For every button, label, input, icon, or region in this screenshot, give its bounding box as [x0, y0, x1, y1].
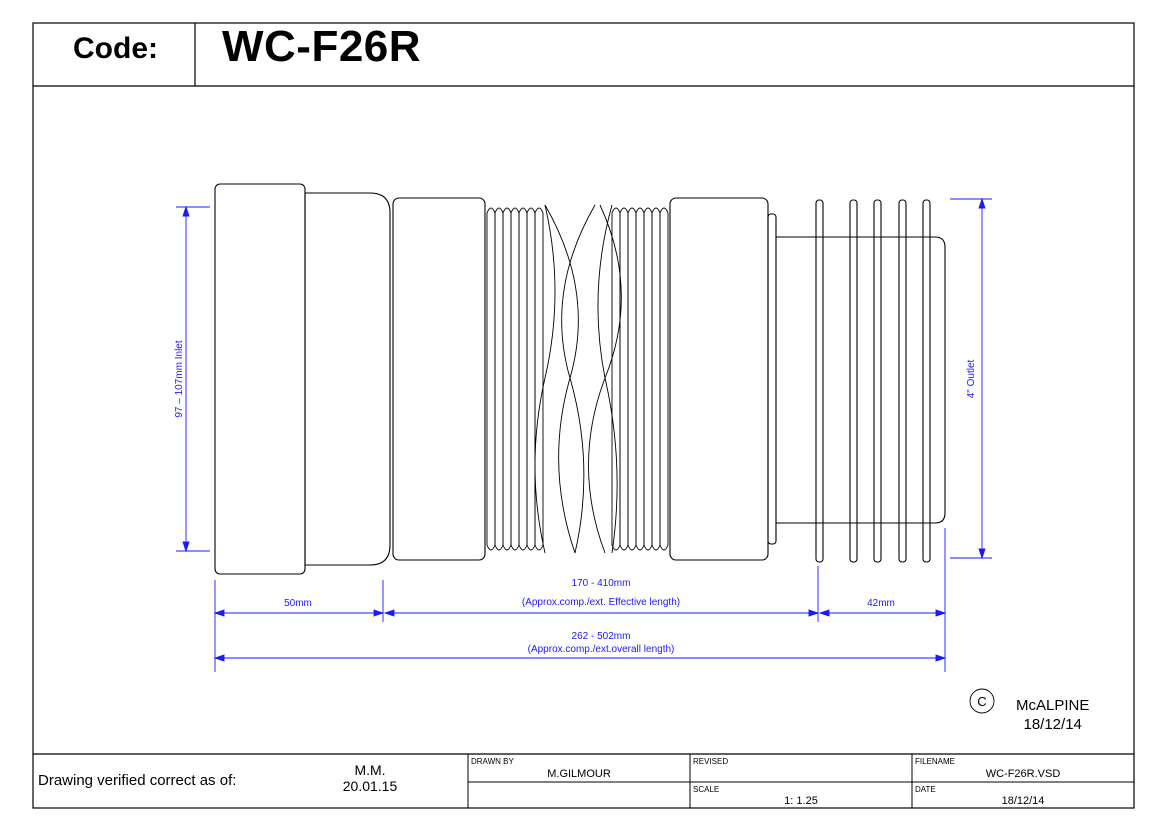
- hose-twist: [544, 204, 579, 554]
- hose-rib: [611, 207, 621, 551]
- outlet-lip: [767, 213, 777, 545]
- outlet-fin: [873, 199, 882, 563]
- date-label: DATE: [915, 785, 936, 794]
- effective-length-note: (Approx.comp./ext. Effective length): [522, 597, 680, 608]
- copyright-date: 18/12/14: [1023, 716, 1082, 733]
- outlet-spigot: [776, 236, 946, 524]
- inlet-collar: [214, 183, 306, 575]
- verified-by-block: M.M. 20.01.15: [325, 762, 415, 794]
- copyright-block: McALPINE 18/12/14: [1016, 696, 1089, 734]
- filename-label: FILENAME: [915, 757, 956, 766]
- outlet-fin: [922, 199, 931, 563]
- hose-rib: [510, 207, 520, 551]
- outlet-fin: [849, 199, 858, 563]
- outlet-fin: [815, 199, 824, 563]
- filename-value: WC-F26R.VSD: [985, 768, 1061, 780]
- hose-twist: [561, 204, 596, 554]
- outlet-fin: [898, 199, 907, 563]
- hose-rib: [526, 207, 536, 551]
- hose-rib: [619, 207, 629, 551]
- dimension-lines: [176, 197, 992, 672]
- effective-length-range: 170 - 410mm: [572, 578, 631, 589]
- date-value: 18/12/14: [1001, 795, 1045, 807]
- copyright-symbol: C: [977, 694, 986, 709]
- inlet-dimension-label: 97 – 107mm Inlet: [174, 340, 185, 417]
- hose-rib: [651, 207, 661, 551]
- corrugated-hose: [486, 204, 669, 554]
- hose-rib: [627, 207, 637, 551]
- outlet-length-label: 42mm: [867, 598, 895, 609]
- drawn-by-value: M.GILMOUR: [547, 768, 611, 780]
- product-code: WC-F26R: [222, 22, 422, 71]
- drawn-by-label: DRAWN BY: [471, 757, 514, 766]
- hose-rib: [486, 207, 496, 551]
- hose-twist: [534, 204, 556, 554]
- hose-twist: [597, 204, 618, 554]
- inlet-body: [304, 192, 391, 566]
- overall-length-range: 262 - 502mm: [572, 631, 631, 642]
- scale-value: 1: 1.25: [784, 795, 818, 807]
- hose-rib: [494, 207, 504, 551]
- code-label: Code:: [73, 32, 158, 65]
- inlet-length-label: 50mm: [284, 598, 312, 609]
- hose-rib: [643, 207, 653, 551]
- hose-rib: [502, 207, 512, 551]
- outlet-dimension-label: 4" Outlet: [966, 359, 977, 398]
- connector-outline: [214, 183, 946, 575]
- overall-length-note: (Approx.comp./ext.overall length): [528, 644, 675, 655]
- outlet-coupling: [669, 197, 769, 561]
- company-name: McALPINE: [1016, 697, 1090, 714]
- verified-date: 20.01.15: [342, 778, 398, 794]
- hose-rib: [659, 207, 669, 551]
- inlet-coupling: [392, 197, 486, 561]
- copyright-icon: [969, 688, 995, 714]
- verified-text: Drawing verified correct as of:: [38, 772, 237, 789]
- hose-rib: [518, 207, 528, 551]
- hose-rib: [635, 207, 645, 551]
- verified-by: M.M.: [354, 762, 386, 778]
- revised-label: REVISED: [693, 757, 729, 766]
- scale-label: SCALE: [693, 785, 720, 794]
